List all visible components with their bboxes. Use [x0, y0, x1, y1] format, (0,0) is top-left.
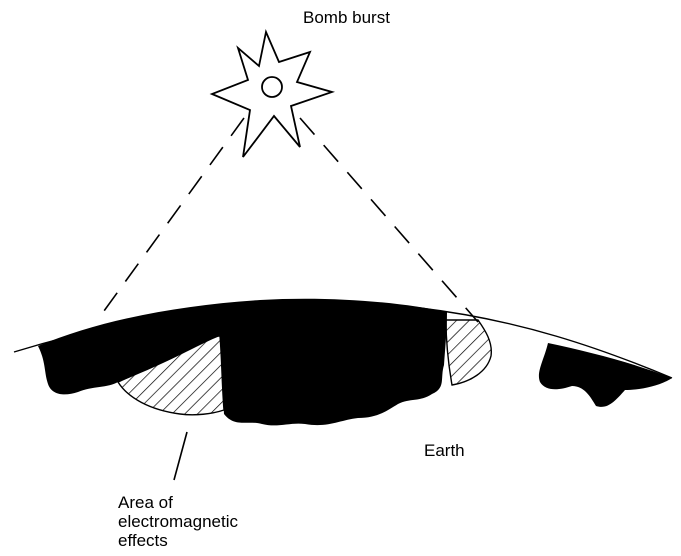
bomb-burst-core — [262, 77, 282, 97]
earth-label: Earth — [424, 441, 465, 461]
bomb-burst-label: Bomb burst — [303, 8, 390, 28]
earth-landmass-main — [38, 299, 447, 426]
area-label-line-3: effects — [118, 531, 238, 550]
line-of-sight-right — [300, 118, 478, 322]
effect-area-right — [446, 320, 491, 385]
area-label-line-1: Area of — [118, 493, 238, 512]
area-label-leader — [174, 432, 187, 480]
area-label-line-2: electromagnetic — [118, 512, 238, 531]
line-of-sight-left — [96, 118, 244, 322]
area-of-effects-label: Area of electromagnetic effects — [118, 493, 238, 550]
